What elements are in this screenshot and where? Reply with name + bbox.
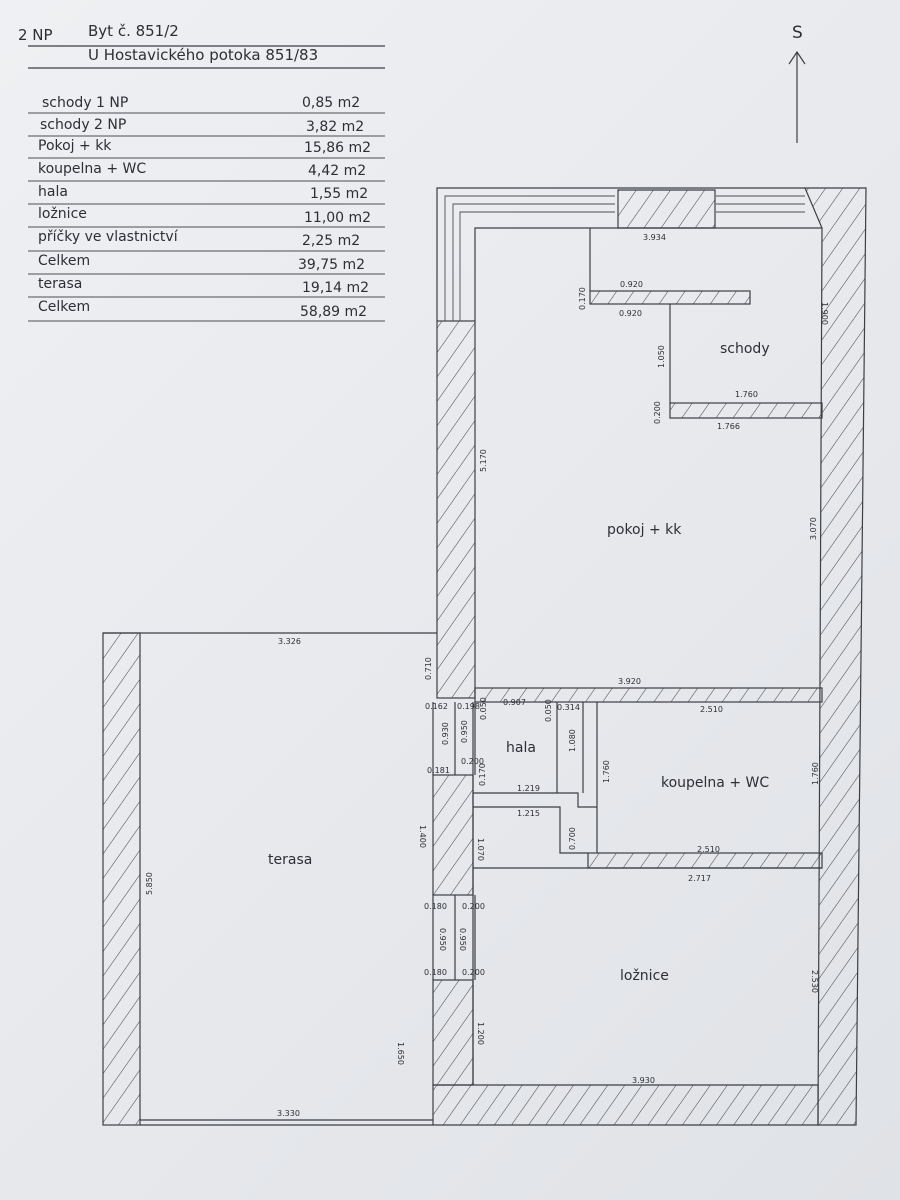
dimension-labels-vertical: 0.170 1.900 1.050 0.200 5.170 3.070 0.71… (145, 287, 829, 1065)
room-label-koupelna: koupelna + WC (661, 775, 769, 791)
dim-label: 1.760 (811, 762, 820, 785)
dim-label: 0.198 (457, 702, 480, 711)
area-value: 15,86 m2 (304, 140, 371, 156)
dim-label: 0.200 (462, 902, 485, 911)
room-label-loznice: ložnice (620, 968, 669, 984)
dim-label: 2.530 (810, 970, 819, 993)
area-value: 2,25 m2 (302, 233, 360, 249)
address-label: U Hostavického potoka 851/83 (88, 46, 318, 64)
dim-label: 1.215 (517, 809, 540, 818)
dim-label: 0.050 (544, 699, 553, 722)
walls (102, 187, 867, 1126)
dim-label: 1.766 (717, 422, 740, 431)
dim-label: 1.200 (476, 1022, 485, 1045)
dim-label: 0.180 (424, 968, 447, 977)
dim-label: 3.930 (632, 1076, 655, 1085)
area-value: 4,42 m2 (308, 163, 366, 179)
dim-label: 0.920 (620, 280, 643, 289)
dim-label: 0.907 (503, 698, 526, 707)
area-value: 1,55 m2 (310, 186, 368, 202)
area-value: 19,14 m2 (302, 280, 369, 296)
area-label: hala (38, 184, 68, 200)
dim-label: 3.326 (278, 637, 301, 646)
area-label: schody 2 NP (40, 117, 126, 133)
dim-label: 3.934 (643, 233, 666, 242)
dim-label: 0.200 (461, 757, 484, 766)
area-table: schody 1 NP 0,85 m2 schody 2 NP 3,82 m2 … (28, 95, 385, 322)
dim-label: 0.170 (478, 763, 487, 786)
north-arrow: S (788, 23, 806, 143)
area-value: 11,00 m2 (304, 210, 371, 226)
area-label: příčky ve vlastnictví (38, 229, 179, 245)
dim-label: 1.070 (476, 838, 485, 861)
dim-label: 0.710 (424, 657, 433, 680)
dim-label: 0.950 (460, 720, 469, 743)
area-value: 0,85 m2 (302, 95, 360, 111)
dim-label: 0.700 (568, 827, 577, 850)
room-label-schody: schody (720, 341, 770, 357)
dim-label: 2.510 (700, 705, 723, 714)
area-label: koupelna + WC (38, 161, 146, 177)
dim-label: 3.070 (809, 517, 818, 540)
dim-label: 5.850 (145, 872, 154, 895)
dim-label: 1.900 (820, 302, 829, 325)
dim-label: 5.170 (479, 449, 488, 472)
dim-label: 0.950 (438, 928, 447, 951)
dim-label: 0.181 (427, 766, 450, 775)
dim-label: 2.510 (697, 845, 720, 854)
dim-label: 2.717 (688, 874, 711, 883)
dim-label: 1.760 (735, 390, 758, 399)
plan-lines (103, 187, 822, 1126)
area-label: terasa (38, 276, 82, 292)
north-label: S (792, 23, 803, 43)
area-label: ložnice (38, 206, 87, 222)
room-label-pokoj: pokoj + kk (607, 522, 682, 538)
area-value: 58,89 m2 (300, 304, 367, 320)
dim-label: 1.080 (568, 729, 577, 752)
unit-label: Byt č. 851/2 (88, 22, 179, 40)
dim-label: 0.162 (425, 702, 448, 711)
area-value: 3,82 m2 (306, 119, 364, 135)
dim-label: 0.180 (424, 902, 447, 911)
dim-label: 0.920 (619, 309, 642, 318)
dim-label: 1.050 (657, 345, 666, 368)
dim-label: 0.050 (479, 697, 488, 720)
room-label-hala: hala (506, 740, 536, 756)
dim-label: 0.950 (458, 928, 467, 951)
floor-label: 2 NP (18, 26, 53, 44)
area-label: schody 1 NP (42, 95, 128, 111)
dim-label: 1.760 (602, 760, 611, 783)
area-value: 39,75 m2 (298, 257, 365, 273)
dim-label: 0.200 (653, 401, 662, 424)
area-label: Celkem (38, 253, 90, 269)
area-label: Pokoj + kk (38, 138, 112, 154)
dim-label: 3.330 (277, 1109, 300, 1118)
dim-label: 0.314 (557, 703, 580, 712)
dim-label: 1.400 (418, 825, 427, 848)
dimension-labels: 3.934 0.920 0.920 1.760 1.766 3.326 3.92… (277, 233, 758, 1118)
dim-label: 1.219 (517, 784, 540, 793)
dim-label: 0.170 (578, 287, 587, 310)
dim-label: 3.920 (618, 677, 641, 686)
dim-label: 0.200 (462, 968, 485, 977)
dim-label: 0.930 (441, 722, 450, 745)
dim-label: 1.650 (396, 1042, 405, 1065)
area-label: Celkem (38, 299, 90, 315)
room-label-terasa: terasa (268, 852, 312, 868)
